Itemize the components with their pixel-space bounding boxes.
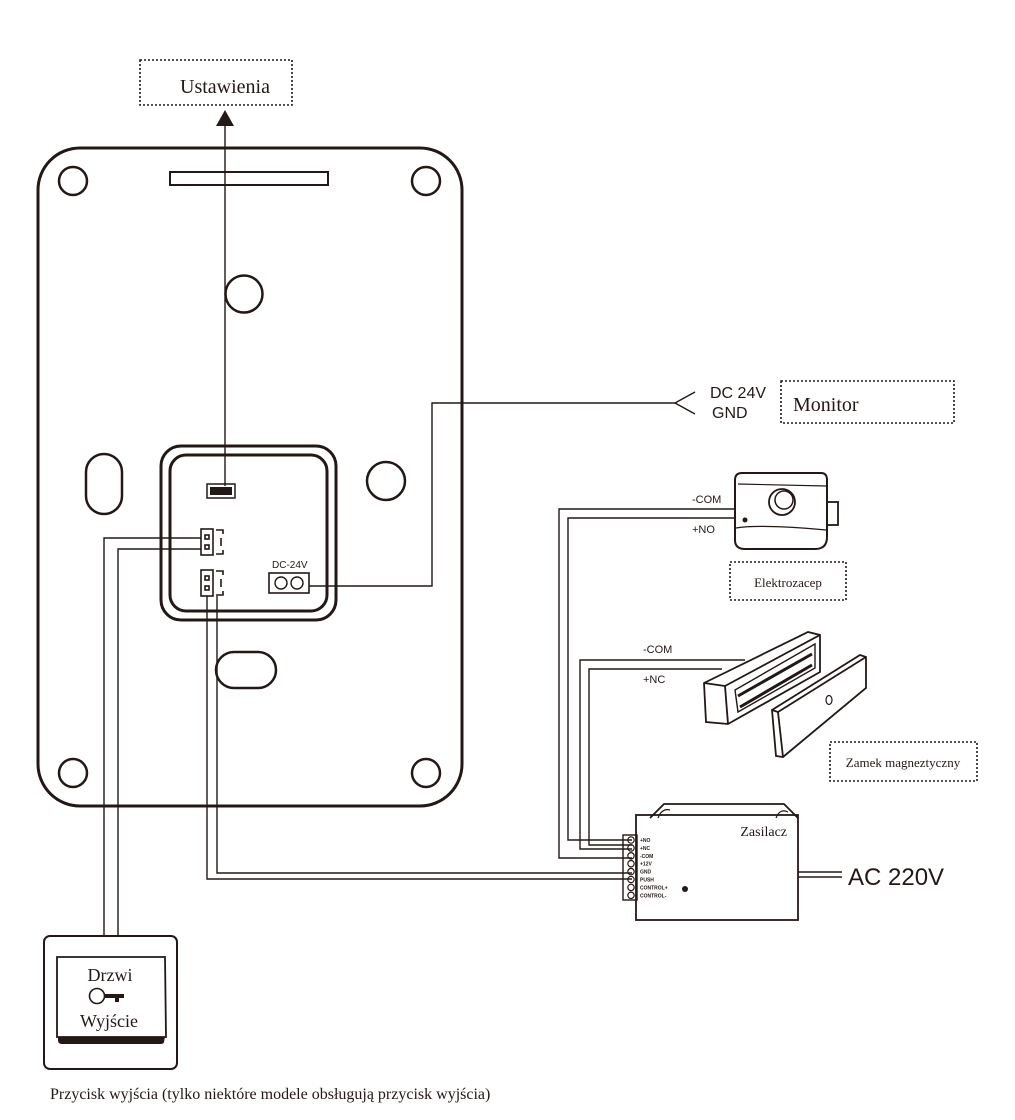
- screw-hole-bottom-right: [410, 757, 442, 789]
- exit-button: Drzwi Wyjście: [43, 935, 178, 1070]
- maglock-wires: [579, 659, 745, 850]
- connector-panel-inner: [168, 453, 329, 613]
- push-wires: [206, 596, 632, 880]
- monitor-label: Monitor: [793, 394, 859, 416]
- screw-hole-bottom-left: [57, 757, 89, 789]
- terminal-screw: [627, 859, 635, 868]
- settings-label-box: [139, 59, 293, 106]
- terminal-label: GND: [640, 870, 652, 876]
- settings-label: Ustawienia: [180, 76, 270, 98]
- exit-button-connector: [200, 528, 224, 556]
- monitor-dc-label: DC 24V: [710, 385, 766, 402]
- terminal-screw: [627, 891, 635, 900]
- terminal-block: [622, 834, 638, 901]
- monitor-wire: [309, 402, 675, 587]
- door-station-backplate: DC-24V: [36, 146, 464, 808]
- arrow-up-icon: [216, 110, 234, 126]
- strike-wires: [558, 508, 735, 859]
- terminal-label: CONTROL-: [640, 893, 667, 899]
- dc24v-port-label: DC-24V: [272, 560, 308, 571]
- strike-com-label: -COM: [692, 494, 721, 506]
- screw-hole-top-right: [410, 165, 442, 197]
- electric-strike-label: Elektrozacep: [754, 575, 822, 590]
- terminal-screw: [627, 883, 635, 892]
- electric-strike: [734, 472, 839, 550]
- terminal-screw: [627, 851, 635, 860]
- mount-slot-bottom: [214, 650, 278, 690]
- power-supply-label: Zasilacz: [740, 825, 787, 840]
- terminal-label: +12V: [640, 862, 652, 868]
- terminal-label: PUSH: [640, 878, 654, 884]
- power-supply-body: [635, 814, 799, 921]
- monitor-gnd-label: GND: [712, 405, 748, 422]
- dc24v-port: [268, 572, 310, 594]
- terminal-label: -COM: [640, 854, 653, 860]
- terminal-label: CONTROL+: [640, 885, 668, 891]
- strike-no-label: +NO: [692, 524, 715, 536]
- exit-button-wires: [103, 537, 201, 936]
- mount-hole-center: [224, 274, 264, 314]
- terminal-screw: [627, 836, 635, 844]
- magnetic-lock-label-box: [829, 741, 978, 782]
- top-slot: [169, 171, 329, 186]
- screw-hole-top-left: [57, 165, 89, 197]
- magnetic-lock-label: Zamek magneztyczny: [846, 755, 961, 770]
- monitor-wire-split: [673, 391, 696, 415]
- ac-input-label: AC 220V: [848, 864, 944, 891]
- ac-input-wires: [798, 871, 842, 878]
- terminal-label: +NC: [640, 846, 651, 852]
- connector-panel-outer: [159, 444, 338, 622]
- electric-strike-label-box: [729, 561, 847, 601]
- terminal-screw: [627, 875, 635, 884]
- maglock-com-label: -COM: [643, 644, 672, 656]
- magnetic-lock: [703, 631, 867, 758]
- mount-hole-right: [365, 460, 407, 502]
- push-connector: [200, 569, 224, 597]
- exit-button-caption: Przycisk wyjścia (tylko niektóre modele …: [50, 1086, 490, 1103]
- terminal-label: +NO: [640, 838, 651, 844]
- maglock-nc-label: +NC: [643, 674, 665, 686]
- key-icon: [88, 987, 124, 1005]
- terminal-screw: [627, 844, 635, 852]
- exit-button-top-label: Drzwi: [88, 965, 133, 985]
- exit-button-bottom-label: Wyjście: [80, 1011, 138, 1031]
- monitor-label-box: [780, 380, 955, 424]
- terminal-screw: [627, 867, 635, 876]
- mount-slot-left: [84, 452, 124, 516]
- settings-switch: [206, 483, 236, 499]
